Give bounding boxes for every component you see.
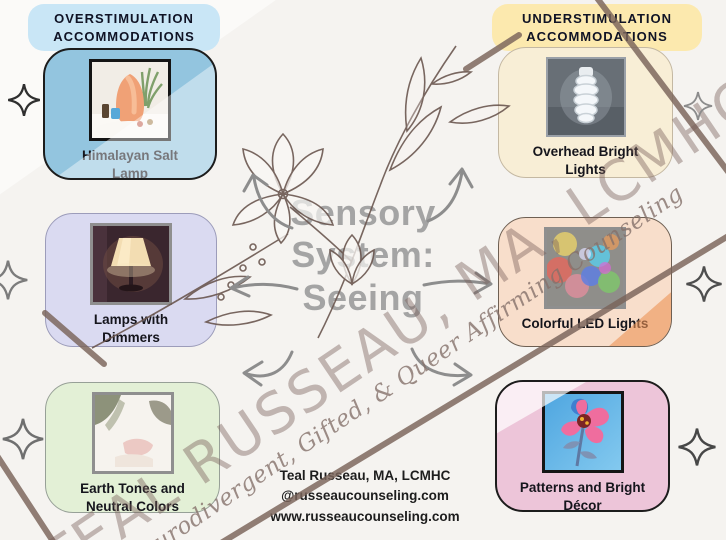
sparkle-icon [6,82,42,118]
arrow-down-right [410,347,473,387]
card-label-himalayan-salt-lamp: Himalayan Salt Lamp [81,148,179,180]
overstimulation-header: OVERSTIMULATION ACCOMMODATIONS [28,4,220,52]
dimmer-lamp-photo [90,223,172,305]
arrow-down-left [242,350,294,387]
card-label-patterns-bright-decor: Patterns and Bright Décor [519,480,646,512]
contact-block: Teal Russeau, MA, LCMHC @russeaucounseli… [228,466,502,527]
card-lamps-with-dimmers: Lamps with Dimmers [45,213,217,347]
sparkle-icon [682,90,714,122]
contact-name: Teal Russeau, MA, LCMHC [279,468,451,483]
card-himalayan-salt-lamp: Himalayan Salt Lamp [43,48,217,180]
sparkle-icon [676,426,718,468]
sparkle-icon [0,416,46,462]
card-earth-tones: Earth Tones and Neutral Colors [45,382,220,513]
card-label-lamps-with-dimmers: Lamps with Dimmers [93,312,169,345]
page-title: Sensory System: Seeing [238,192,488,319]
himalayan-salt-lamp-photo [89,59,171,141]
understimulation-header-line2: ACCOMMODATIONS [526,28,668,44]
overstimulation-header-line1: OVERSTIMULATION [54,11,194,26]
card-label-overhead-bright-lights: Overhead Bright Lights [532,144,639,177]
title-line2: System: [291,234,435,276]
led-string-lights-photo [544,227,626,309]
title-line3: Seeing [302,276,424,318]
sparkle-icon [0,258,30,302]
contact-handle: @russeaucounseling.com [281,488,449,504]
card-label-colorful-led-lights: Colorful LED Lights [521,316,649,331]
card-label-earth-tones: Earth Tones and Neutral Colors [80,481,185,513]
overstimulation-header-line2: ACCOMMODATIONS [53,28,195,44]
neon-flower-photo [541,391,624,473]
understimulation-header-line1: UNDERSTIMULATION [521,11,673,26]
card-colorful-led-lights: Colorful LED Lights [498,217,672,347]
title-line1: Sensory [290,192,436,233]
cfl-bulb-photo [545,57,626,137]
earth-tones-photo [91,392,174,474]
contact-website: www.russeaucounseling.com [270,508,460,524]
card-patterns-bright-decor: Patterns and Bright Décor [495,380,670,512]
understimulation-header: UNDERSTIMULATION ACCOMMODATIONS [492,4,702,52]
sparkle-icon [684,264,724,304]
card-overhead-bright-lights: Overhead Bright Lights [498,47,673,178]
